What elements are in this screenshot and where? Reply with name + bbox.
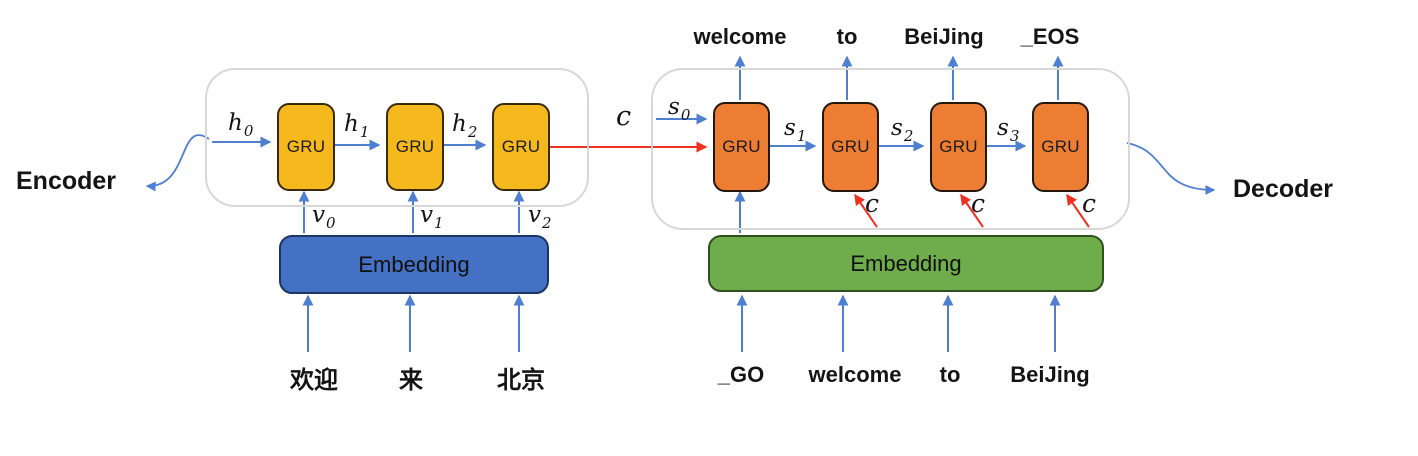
encoder-label: Encoder: [16, 167, 117, 195]
context-3-text: c: [1082, 189, 1097, 218]
encoder-input-word-2: 北京: [497, 367, 545, 394]
decoder-gru-4: GRU: [1032, 102, 1089, 192]
v1-base: v: [420, 202, 433, 228]
decoder-input-word-1: welcome: [808, 362, 902, 387]
v2-label: v2: [528, 202, 552, 231]
decoder-output-word-3: _EOS: [1020, 24, 1080, 49]
decoder-gru-2-label: GRU: [831, 137, 870, 156]
h2-sub: 2: [467, 123, 478, 141]
v0-sub: 0: [326, 214, 336, 232]
s3-base: s: [997, 115, 1009, 141]
encoder-gru-1-label: GRU: [286, 137, 326, 156]
v2-base: v: [528, 202, 541, 228]
decoder-output-word-2: BeiJing: [904, 24, 984, 49]
decoder-gru-4-label: GRU: [1041, 137, 1080, 156]
h0-label: h0: [228, 110, 253, 139]
h1-label: h1: [344, 111, 369, 140]
decoder-embedding-label: Embedding: [850, 250, 962, 276]
s3-sub: 3: [1009, 127, 1020, 145]
encoder-frame: [205, 68, 589, 207]
s1-base: s: [784, 115, 796, 141]
context-3-label: c: [1082, 191, 1096, 216]
arrow-encoder-pointer-icon: [145, 134, 210, 192]
s0-base: s: [668, 94, 680, 120]
s0-label: s0: [668, 94, 690, 123]
decoder-output-word-0: welcome: [693, 24, 787, 49]
encoder-gru-1: GRU: [277, 103, 335, 191]
decoder-output-word-1: to: [836, 24, 858, 49]
context-2-label: c: [971, 191, 985, 216]
encoder-embedding: Embedding: [279, 235, 549, 294]
decoder-input-word-0: _GO: [717, 362, 765, 387]
h1-base: h: [344, 111, 359, 137]
encoder-gru-3-label: GRU: [501, 137, 541, 156]
v0-base: v: [312, 202, 325, 228]
decoder-gru-1: GRU: [713, 102, 770, 192]
s1-sub: 1: [796, 127, 807, 145]
v1-label: v1: [420, 202, 444, 231]
decoder-gru-3-label: GRU: [939, 137, 978, 156]
decoder-embedding: Embedding: [708, 235, 1104, 292]
decoder-gru-1-label: GRU: [722, 137, 761, 156]
context-label-text: c: [616, 101, 632, 132]
encoder-input-word-1: 来: [399, 367, 423, 394]
encoder-gru-3: GRU: [492, 103, 550, 191]
s2-sub: 2: [903, 127, 914, 145]
context-1-text: c: [865, 189, 880, 218]
h1-sub: 1: [359, 123, 370, 141]
context-1-label: c: [865, 191, 879, 216]
encoder-input-word-0: 欢迎: [290, 367, 338, 394]
h2-base: h: [452, 111, 467, 137]
s1-label: s1: [784, 115, 806, 144]
context-label: c: [616, 103, 631, 130]
encoder-gru-2-label: GRU: [395, 137, 435, 156]
v2-sub: 2: [542, 214, 552, 232]
s2-base: s: [891, 115, 903, 141]
encoder-gru-2: GRU: [386, 103, 444, 191]
decoder-input-word-2: to: [939, 362, 961, 387]
decoder-gru-3: GRU: [930, 102, 987, 192]
v1-sub: 1: [434, 214, 444, 232]
context-2-text: c: [971, 189, 986, 218]
s0-sub: 0: [680, 106, 691, 124]
s2-label: s2: [891, 115, 913, 144]
v0-label: v0: [312, 202, 336, 231]
h0-base: h: [228, 110, 243, 136]
arrow-decoder-pointer-icon: [1126, 142, 1216, 195]
h0-sub: 0: [243, 122, 254, 140]
decoder-frame: [651, 68, 1130, 230]
encoder-embedding-label: Embedding: [358, 251, 470, 277]
h2-label: h2: [452, 111, 477, 140]
decoder-label: Decoder: [1233, 175, 1334, 203]
s3-label: s3: [997, 115, 1019, 144]
decoder-gru-2: GRU: [822, 102, 879, 192]
decoder-input-word-3: BeiJing: [1010, 362, 1090, 387]
